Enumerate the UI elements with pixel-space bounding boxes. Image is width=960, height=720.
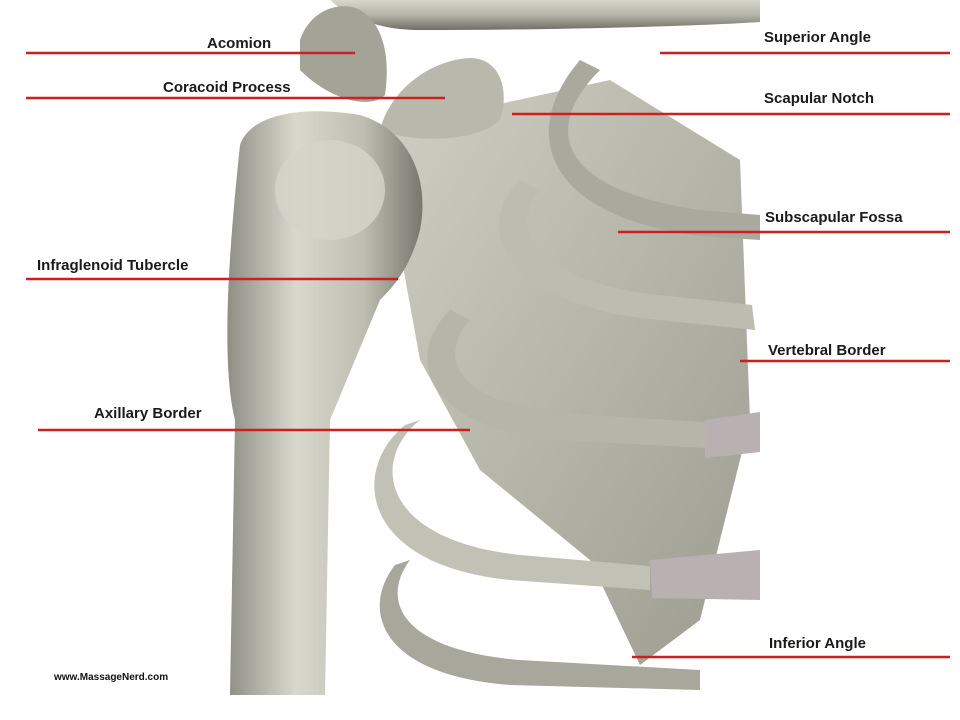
label-subscapular-fossa: Subscapular Fossa bbox=[765, 209, 903, 226]
label-vertebral-border: Vertebral Border bbox=[768, 342, 886, 359]
rib bbox=[379, 560, 700, 690]
rib-cartilage bbox=[650, 550, 760, 600]
label-infraglenoid-tubercle: Infraglenoid Tubercle bbox=[37, 257, 189, 274]
label-coracoid-process: Coracoid Process bbox=[163, 79, 291, 96]
humerus-head bbox=[227, 111, 423, 695]
label-superior-angle: Superior Angle bbox=[764, 29, 871, 46]
clavicle bbox=[330, 0, 760, 30]
rib bbox=[548, 60, 760, 240]
label-acromion: Acomion bbox=[207, 35, 272, 52]
label-axillary-border: Axillary Border bbox=[94, 405, 202, 422]
watermark: www.MassageNerd.com bbox=[54, 672, 169, 683]
label-scapular-notch: Scapular Notch bbox=[764, 90, 875, 107]
rib bbox=[374, 420, 650, 590]
rib bbox=[427, 310, 705, 448]
rib bbox=[499, 180, 755, 330]
humeral-head-highlight bbox=[275, 140, 385, 240]
rib-cartilage bbox=[705, 412, 760, 458]
label-inferior-angle: Inferior Angle bbox=[769, 635, 866, 652]
